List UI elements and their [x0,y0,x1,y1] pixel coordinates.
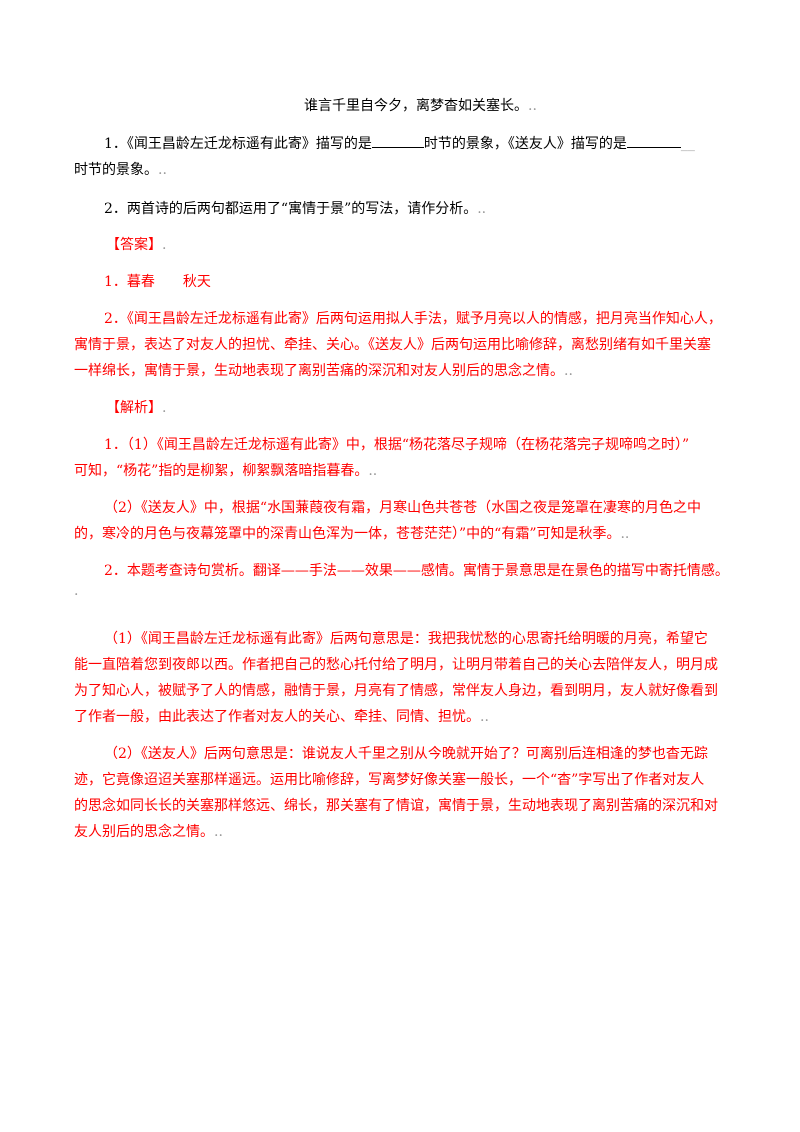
question-2: 2．两首诗的后两句都运用了“寓情于景”的写法，请作分析。.. [104,201,487,217]
answer-2-line-2: 寓情于景，表达了对友人的担忧、牵挂、关心。《送友人》后两句运用比喻修辞，离愁别绪… [74,337,711,353]
analysis-heading: 【解析】. [106,400,167,416]
answer-2-line-3: 一样绵长，寓情于景，生动地表现了离别苦痛的深沉和对友人别后的思念之情。.. [74,363,573,379]
paragraph-2-line-3: 的思念如同长长的关塞那样悠远、绵长，那关塞有了情谊，寓情于景，生动地表现了离别苦… [74,798,718,814]
fill-blank-1[interactable] [371,134,424,148]
poem-line: 谁言千里自今夕，离梦杳如关塞长。.. [304,98,537,114]
paragraph-1-line-3: 为了知心人，被赋予了人的情感，融情于景，月亮有了情感，常伴友人身边，看到明月，友… [74,683,718,699]
analysis-2-line-2: 的，寒冷的月色与夜幕笼罩中的深青山色浑为一体，苍苍茫茫）”中的“有霜”可知是秋季… [74,526,630,542]
fill-blank-2[interactable] [626,134,681,148]
paragraph-2-line-1: （2）《送友人》后两句意思是：谁说友人千里之别从今晚就开始了？可离别后连相逢的梦… [104,746,708,762]
paragraph-1-line-2: 能一直陪着您到夜郎以西。作者把自己的愁心托付给了明月，让明月带着自己的关心去陪伴… [74,657,718,673]
question-1-cont: 时节的景象。.. [74,162,167,178]
paragraph-2-line-4: 友人别后的思念之情。.. [74,824,223,840]
paragraph-2-line-2: 迹，它竟像迢迢关塞那样遥远。运用比喻修辞，写离梦好像关塞一般长，一个“杳”字写出… [74,772,705,788]
stray-mark: . [74,583,79,599]
analysis-3: 2．本题考查诗句赏析。翻译——手法——效果——感情。寓情于景意思是在景色的描写中… [104,563,729,579]
analysis-1-line-1: 1．（1）《闻王昌龄左迁龙标遥有此寄》中，根据“杨花落尽子规啼（在杨花落完子规啼… [104,437,690,453]
analysis-1-line-2: 可知，“杨花”指的是柳絮，柳絮飘落暗指暮春。.. [74,463,378,479]
paragraph-1-line-4: 了作者一般，由此表达了作者对友人的关心、牵挂、同情、担忧。.. [74,709,489,725]
answer-2-line-1: 2．《闻王昌龄左迁龙标遥有此寄》后两句运用拟人手法，赋予月亮以人的情感，把月亮当… [104,311,722,327]
answer-1: 1．暮春 秋天 [104,274,211,290]
paragraph-1-line-1: （1）《闻王昌龄左迁龙标遥有此寄》后两句意思是：我把我忧愁的心思寄托给明暖的月亮… [104,631,708,647]
answer-heading: 【答案】. [106,237,167,253]
analysis-2-line-1: （2）《送友人》中，根据“水国蒹葭夜有霜，月寒山色共苍苍（水国之夜是笼罩在凄寒的… [104,500,702,516]
question-1: 1．《闻王昌龄左迁龙标遥有此寄》描写的是时节的景象，《送友人》描写的是__ [104,134,695,152]
